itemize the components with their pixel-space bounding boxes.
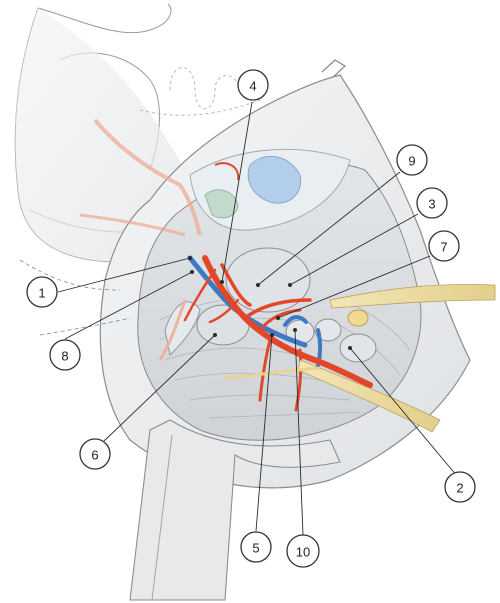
retractor-clip <box>321 59 346 81</box>
bowel-loops <box>139 67 261 116</box>
arm-vessel-branch <box>79 213 186 237</box>
fat-tissue <box>347 309 369 327</box>
retractor-handle-edge <box>151 434 173 601</box>
upper-tissue <box>189 148 351 231</box>
pink-branch <box>158 299 187 361</box>
callout-5-label: 5 <box>252 541 259 556</box>
callout-10: 10 <box>286 534 320 568</box>
callout-2: 2 <box>444 471 476 503</box>
arm-vessel <box>93 118 202 236</box>
callout-1-label: 1 <box>38 286 45 301</box>
callout-1: 1 <box>26 276 58 308</box>
retractor-blade <box>129 419 341 601</box>
callout-7: 7 <box>428 230 460 262</box>
callout-10-label: 10 <box>296 545 310 560</box>
callout-6-label: 6 <box>91 448 98 463</box>
callout-9-label: 9 <box>408 154 415 169</box>
callout-9: 9 <box>396 144 428 176</box>
leader-lines <box>57 101 458 536</box>
callout-4: 4 <box>237 69 269 101</box>
callout-3: 3 <box>416 187 448 219</box>
callout-8: 8 <box>49 339 81 371</box>
callout-7-label: 7 <box>440 240 447 255</box>
callout-2-label: 2 <box>456 481 463 496</box>
callout-5: 5 <box>240 531 272 563</box>
callout-3-label: 3 <box>428 197 435 212</box>
callout-4-label: 4 <box>249 79 256 94</box>
nerves <box>224 283 496 433</box>
callout-6: 6 <box>79 438 111 470</box>
skin-dashes <box>19 259 131 336</box>
organs <box>164 247 377 363</box>
callout-8-label: 8 <box>61 349 68 364</box>
